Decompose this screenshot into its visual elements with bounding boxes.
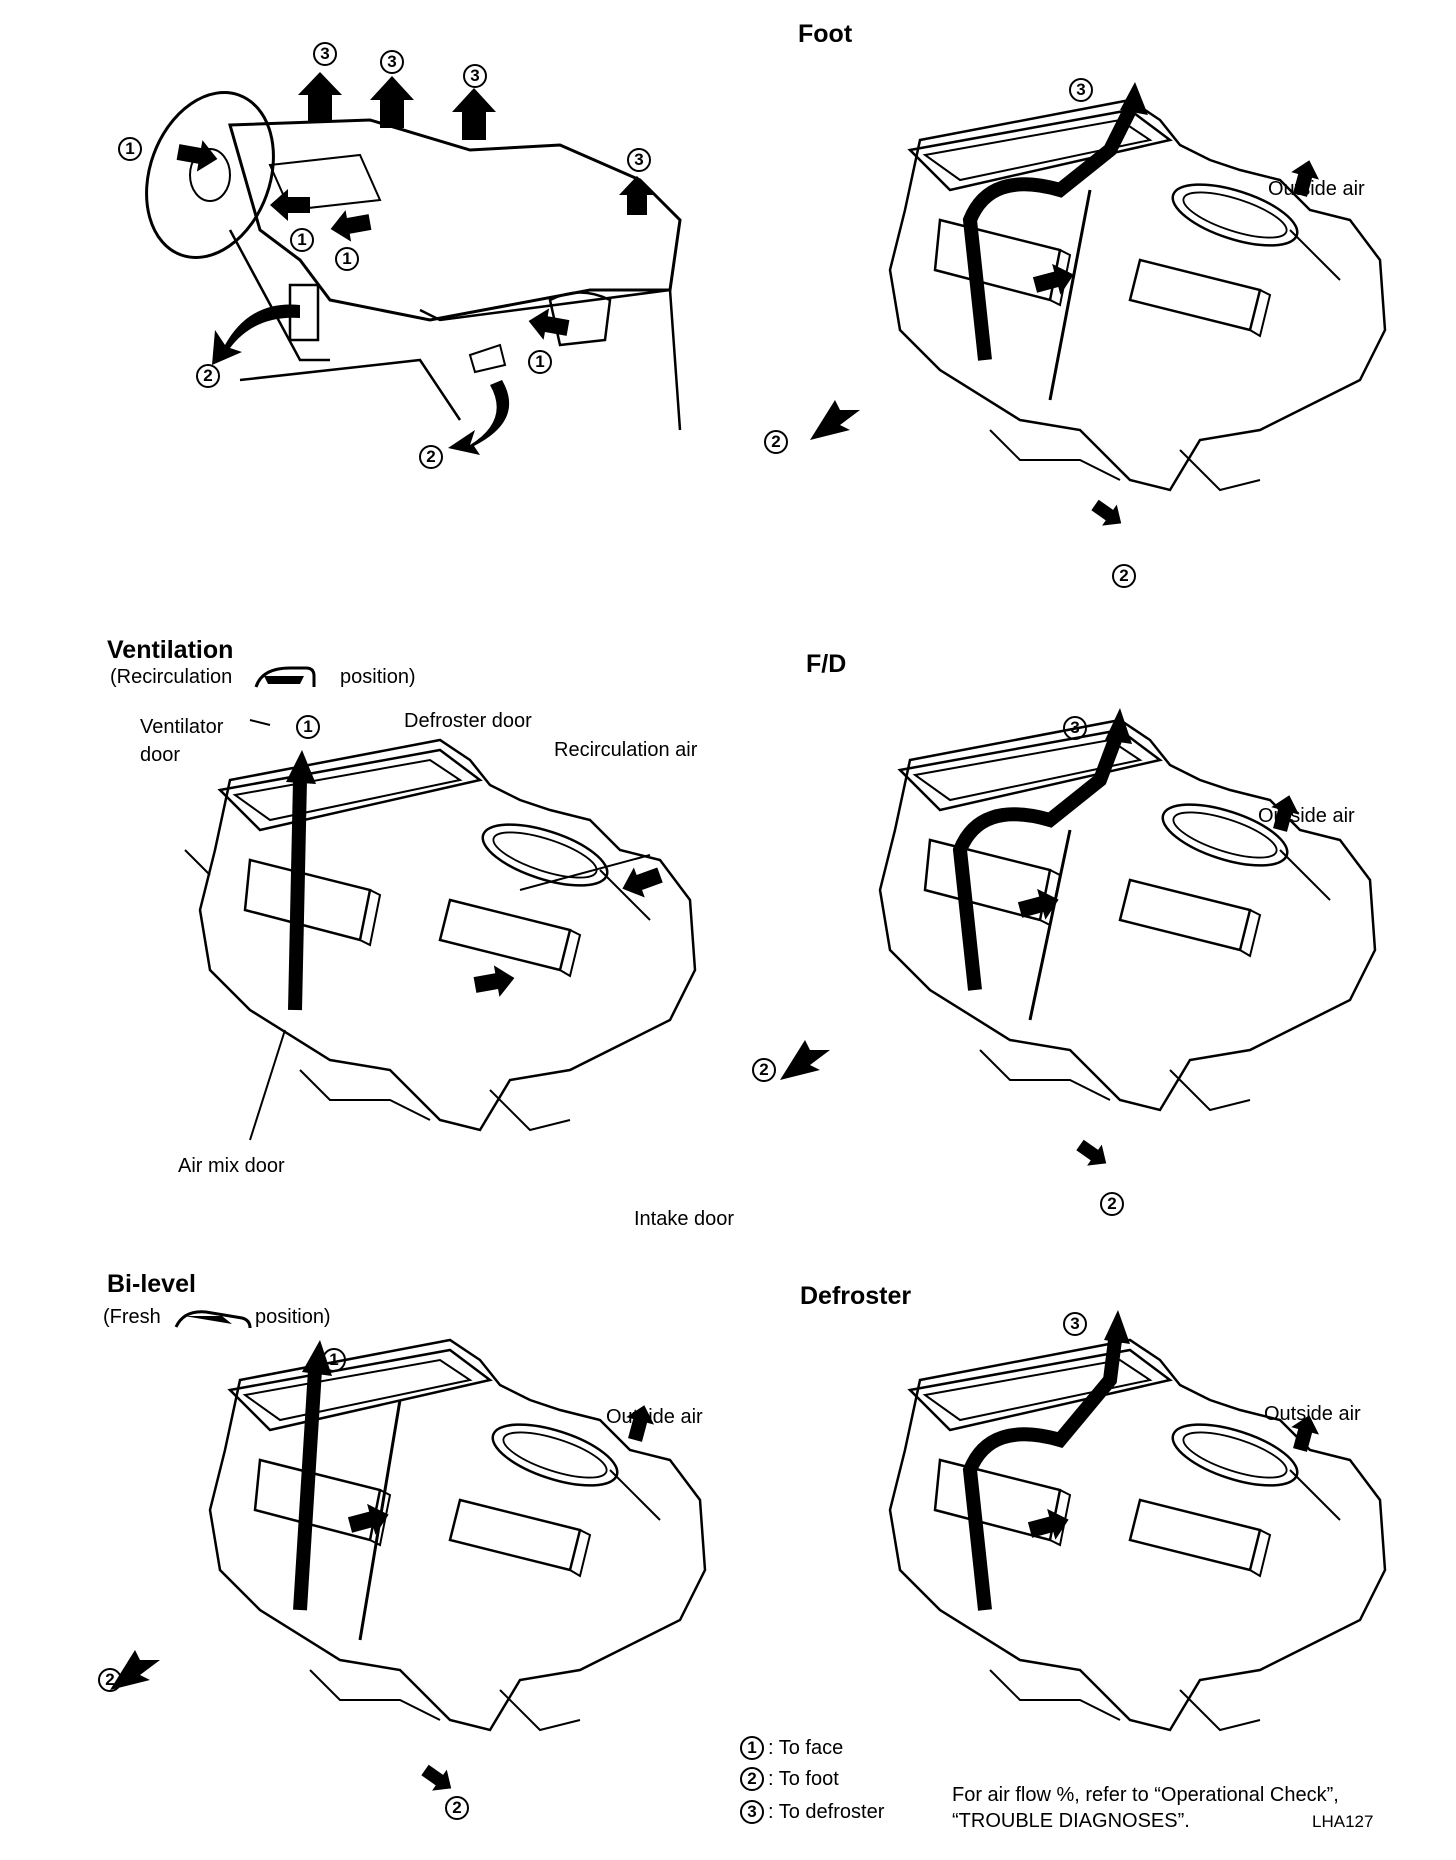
foot-unit <box>810 82 1387 534</box>
legend-marker: 1 <box>740 1736 764 1760</box>
fd-title: F/D <box>806 650 847 678</box>
marker-to-face: 1 <box>296 715 320 739</box>
marker-to-face: 1 <box>118 137 142 161</box>
legend-text: : To face <box>768 1736 844 1759</box>
marker-to-face: 1 <box>335 247 359 271</box>
defroster-outside-air-label: Outside air <box>1264 1403 1361 1425</box>
marker-to-defroster: 3 <box>380 50 404 74</box>
fresh-air-mode-icon <box>174 1310 252 1329</box>
marker-to-foot: 2 <box>1100 1192 1124 1216</box>
ventilation-unit <box>184 719 697 1141</box>
foot-title: Foot <box>798 20 853 48</box>
marker-to-foot: 2 <box>445 1796 469 1820</box>
figure-code: LHA127 <box>1312 1812 1374 1831</box>
marker-to-face: 1 <box>528 350 552 374</box>
air-flow-note-line-1: For air flow %, refer to “Operational Ch… <box>952 1784 1339 1806</box>
marker-to-face: 1 <box>322 1348 346 1372</box>
marker-to-defroster: 3 <box>1063 1312 1087 1336</box>
bilevel-title: Bi-level <box>107 1270 196 1298</box>
ventilation-subtitle-suffix: position) <box>340 666 416 688</box>
marker-to-defroster: 3 <box>463 64 487 88</box>
recirculation-air-label: Recirculation air <box>554 739 698 761</box>
marker-to-face: 1 <box>290 228 314 252</box>
intake-door-label: Intake door <box>634 1208 735 1230</box>
bilevel-outside-air-label: Outside air <box>606 1406 703 1428</box>
defroster-unit <box>888 1310 1387 1732</box>
air-flow-note-line-2: “TROUBLE DIAGNOSES”. <box>952 1810 1190 1832</box>
bilevel-subtitle-prefix: (Fresh <box>103 1306 161 1328</box>
marker-to-foot: 2 <box>419 445 443 469</box>
marker-to-defroster: 3 <box>627 148 651 172</box>
ventilation-subtitle-prefix: (Recirculation <box>110 666 233 688</box>
dashboard-illustration <box>145 72 682 455</box>
marker-to-defroster: 3 <box>313 42 337 66</box>
marker-to-foot: 2 <box>196 364 220 388</box>
legend-text: : To defroster <box>768 1800 885 1823</box>
recirculation-mode-icon <box>254 666 316 688</box>
legend-marker: 2 <box>740 1767 764 1791</box>
fd-outside-air-label: Outside air <box>1258 805 1355 827</box>
air-mix-door-label: Air mix door <box>178 1155 285 1177</box>
defroster-title: Defroster <box>800 1282 912 1310</box>
marker-to-foot: 2 <box>1112 564 1136 588</box>
legend-text: : To foot <box>768 1767 839 1790</box>
ventilation-title: Ventilation <box>107 636 234 664</box>
legend-to-face: 1 : To face <box>740 1736 843 1760</box>
marker-to-foot: 2 <box>98 1668 122 1692</box>
marker-to-foot: 2 <box>764 430 788 454</box>
marker-to-defroster: 3 <box>1063 716 1087 740</box>
legend-to-defroster: 3 : To defroster <box>740 1800 884 1824</box>
marker-to-defroster: 3 <box>1069 78 1093 102</box>
bilevel-subtitle-suffix: position) <box>255 1306 331 1328</box>
ventilator-door-label: Ventilator door <box>140 716 224 766</box>
legend-to-foot: 2 : To foot <box>740 1767 839 1791</box>
defroster-door-label: Defroster door <box>404 710 532 732</box>
fd-unit <box>780 708 1377 1174</box>
foot-outside-air-label: Outside air <box>1268 178 1365 200</box>
legend-marker: 3 <box>740 1800 764 1824</box>
marker-to-foot: 2 <box>752 1058 776 1082</box>
